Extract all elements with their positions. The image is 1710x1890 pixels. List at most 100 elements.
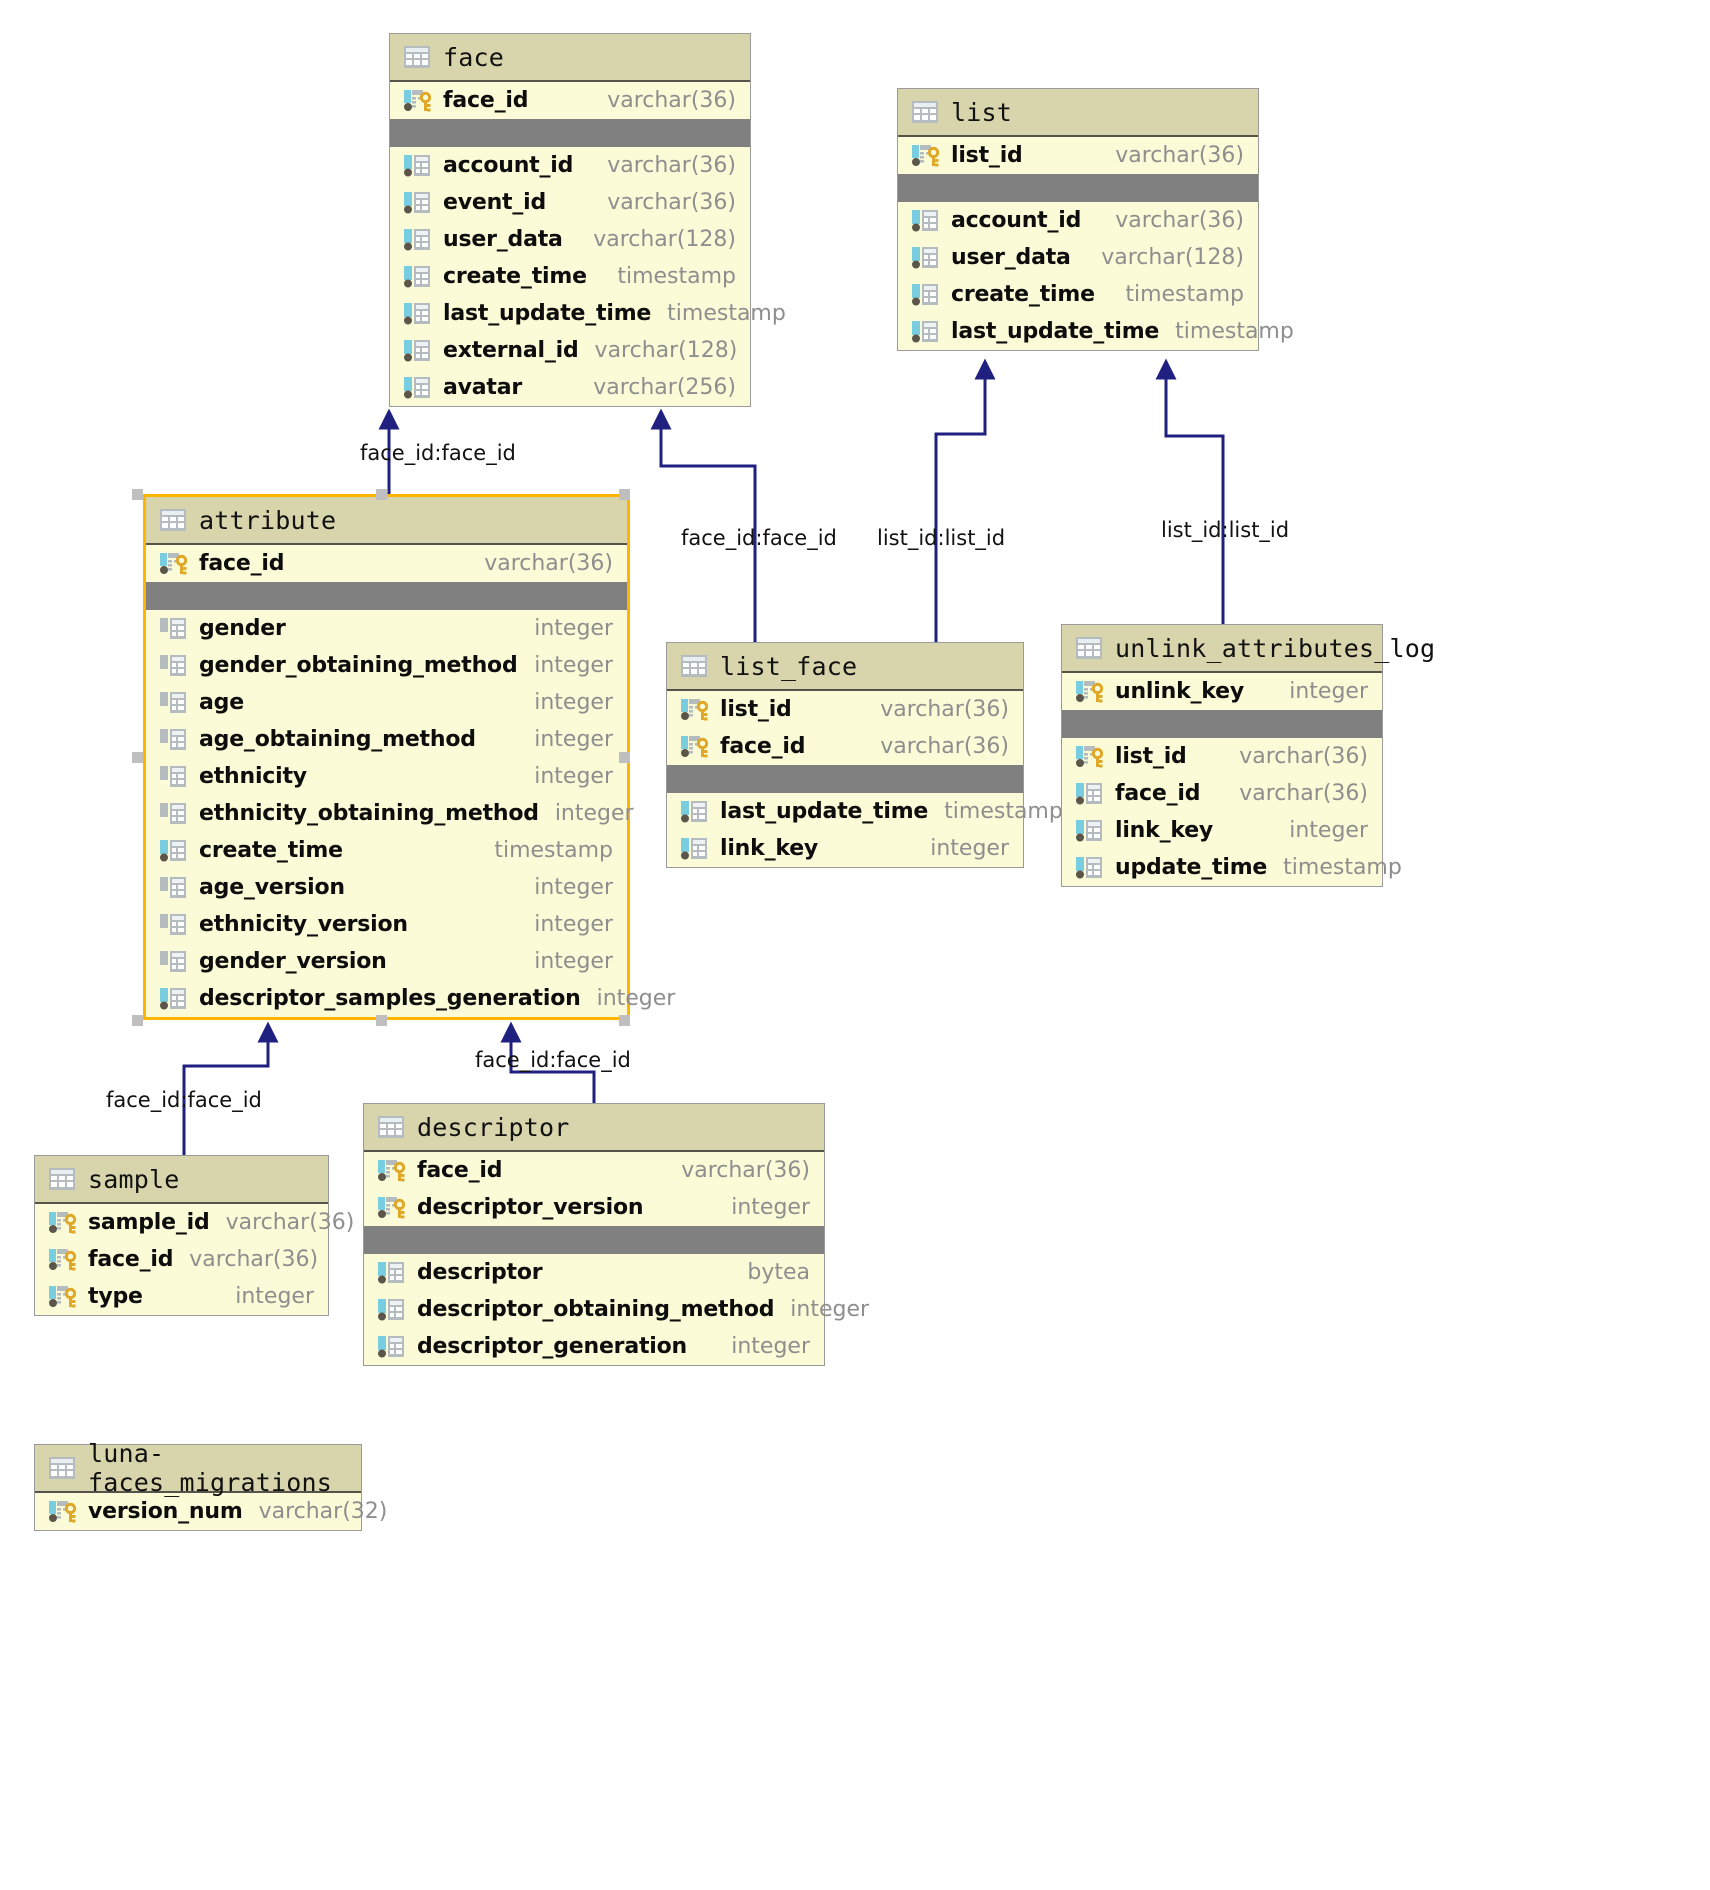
table-header[interactable]: face xyxy=(390,34,750,82)
primary-key-column-icon xyxy=(49,1211,77,1234)
column-type: varchar(36) xyxy=(607,190,736,215)
column-name: list_id xyxy=(1115,744,1187,769)
edge-label-listface-list: list_id:list_id xyxy=(877,526,1006,550)
column-name: gender_version xyxy=(199,949,387,974)
column-name: external_id xyxy=(443,338,579,363)
table-header[interactable]: sample xyxy=(35,1156,328,1204)
selection-handle[interactable] xyxy=(132,1015,143,1026)
column-type: integer xyxy=(534,690,613,715)
table-header[interactable]: list_face xyxy=(667,643,1023,691)
column-icon xyxy=(160,802,187,825)
column-name: last_update_time xyxy=(951,319,1160,344)
table-header[interactable]: list xyxy=(898,89,1258,137)
column-type: integer xyxy=(554,801,634,826)
table-icon xyxy=(378,1116,404,1138)
column-type: varchar(36) xyxy=(607,153,736,178)
column-type: integer xyxy=(534,875,613,900)
column-icon xyxy=(378,1335,405,1358)
column-type: varchar(36) xyxy=(1239,744,1368,769)
table-header[interactable]: attribute xyxy=(146,497,627,545)
table-header[interactable]: descriptor xyxy=(364,1104,824,1152)
column-icon xyxy=(378,1261,405,1284)
column-name: ethnicity_version xyxy=(199,912,408,937)
table-column-row[interactable]: external_id varchar(128) xyxy=(390,332,750,369)
column-icon xyxy=(1076,856,1103,879)
selection-handle[interactable] xyxy=(619,1015,630,1026)
column-name: face_id xyxy=(88,1247,174,1272)
column-type: varchar(36) xyxy=(880,697,1009,722)
column-name: face_id xyxy=(720,734,806,759)
column-name: sample_id xyxy=(88,1210,210,1235)
selection-handle[interactable] xyxy=(375,489,387,500)
selection-handle[interactable] xyxy=(132,752,143,763)
column-type: varchar(32) xyxy=(258,1499,388,1524)
selection-handle[interactable] xyxy=(619,489,630,500)
table-header[interactable]: luna-faces_migrations xyxy=(35,1439,361,1497)
table-header[interactable]: unlink_attributes_log xyxy=(1062,625,1435,673)
column-separator xyxy=(364,1226,824,1254)
column-name: user_data xyxy=(443,227,563,252)
selection-handle[interactable] xyxy=(619,752,630,763)
table-column-row[interactable]: list_id varchar(36) xyxy=(1062,738,1382,775)
column-icon xyxy=(160,617,187,640)
column-type: varchar(128) xyxy=(594,338,738,363)
selection-handle[interactable] xyxy=(375,1015,387,1026)
column-name: create_time xyxy=(951,282,1095,307)
column-separator xyxy=(146,582,627,610)
column-name: unlink_key xyxy=(1115,679,1245,704)
column-type: varchar(36) xyxy=(1239,781,1368,806)
selection-handle[interactable] xyxy=(132,489,143,500)
